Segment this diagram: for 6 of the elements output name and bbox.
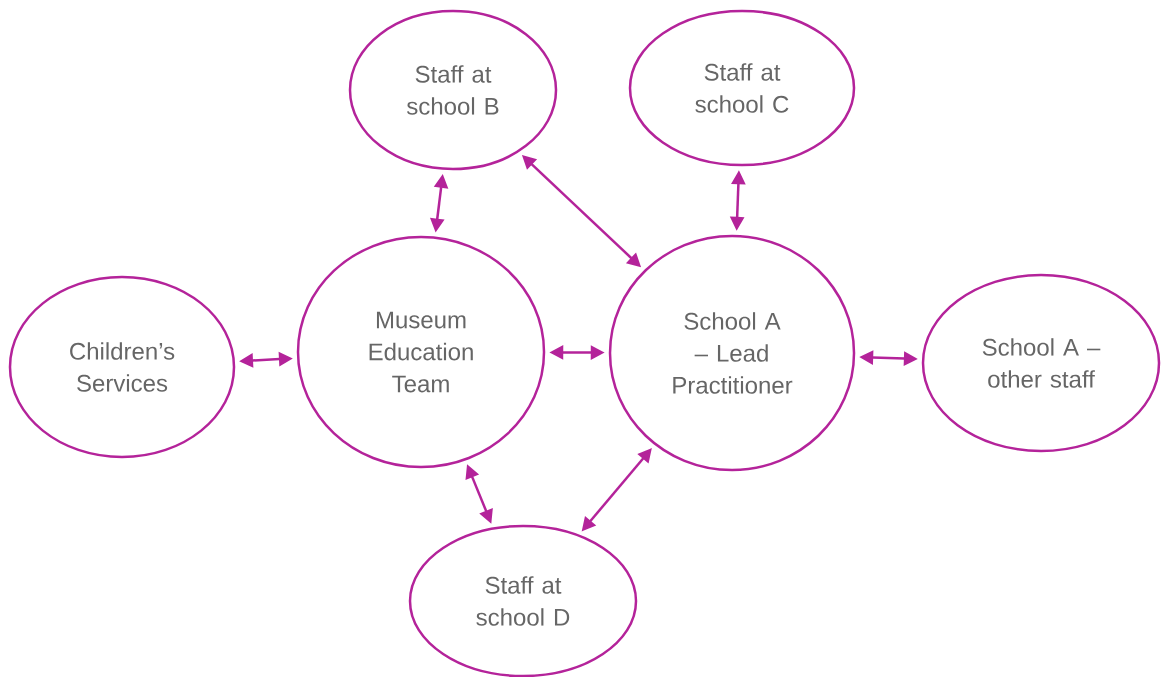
ellipse-node: School A – other staff: [921, 273, 1161, 453]
ellipse-node: Museum Education Team: [296, 235, 546, 469]
ellipse-node: School A – Lead Practitioner: [608, 234, 856, 472]
ellipse-node: Staff at school C: [628, 9, 856, 167]
ellipse-node: Staff at school B: [348, 9, 558, 171]
ellipse-node: Children’s Services: [8, 275, 236, 459]
